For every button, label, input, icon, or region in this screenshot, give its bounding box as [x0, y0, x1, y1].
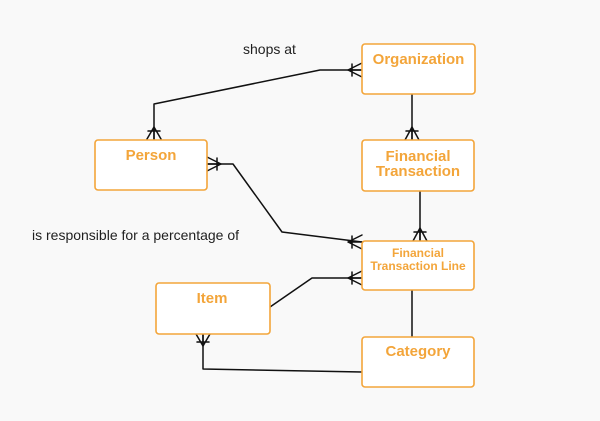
crowfoot-transaction-line-top [412, 227, 428, 242]
crowfoot-financial-transaction-top [404, 126, 420, 141]
entity-item[interactable]: Item [155, 282, 271, 335]
entity-organization-box [361, 43, 476, 95]
entity-financial-transaction-line[interactable]: Financial Transaction Line [361, 240, 475, 291]
entity-financial-transaction-line-box [361, 240, 475, 291]
crowfoot-person-right [206, 156, 222, 172]
crowfoot-person-top [146, 126, 162, 140]
entity-item-box [155, 282, 271, 335]
entity-category[interactable]: Category [361, 336, 475, 388]
entity-item-label: Item [197, 290, 228, 307]
entity-person-label: Person [126, 147, 177, 164]
crowfoot-transaction-line-left-lower [347, 270, 363, 286]
entity-financial-transaction-box [361, 139, 475, 192]
crowfoot-transaction-line-left-upper [347, 234, 363, 250]
entity-category-label: Category [385, 343, 451, 360]
entity-category-box [361, 336, 475, 388]
crowfoot-item-bottom [195, 333, 211, 347]
entity-financial-transaction-line-label-line1: Financial [392, 246, 444, 260]
entity-financial-transaction[interactable]: Financial Transaction [361, 139, 475, 192]
entity-person[interactable]: Person [94, 139, 208, 191]
entity-financial-transaction-label-line2: Transaction [376, 163, 460, 180]
connector-person-organization[interactable] [153, 69, 363, 140]
entity-organization[interactable]: Organization [361, 43, 476, 95]
connector-category-item[interactable] [202, 333, 363, 373]
entity-organization-label: Organization [373, 51, 465, 68]
relationship-label-shops-at: shops at [243, 41, 296, 57]
entity-financial-transaction-label-line1: Financial [385, 148, 450, 165]
entity-person-box [94, 139, 208, 191]
connector-item-transaction-line[interactable] [269, 277, 363, 308]
crowfoot-markers [146, 62, 428, 347]
relationship-label-responsible-for: is responsible for a percentage of [32, 227, 239, 243]
crowfoot-organization [347, 62, 363, 78]
entity-financial-transaction-line-label-line2: Transaction Line [370, 259, 466, 273]
